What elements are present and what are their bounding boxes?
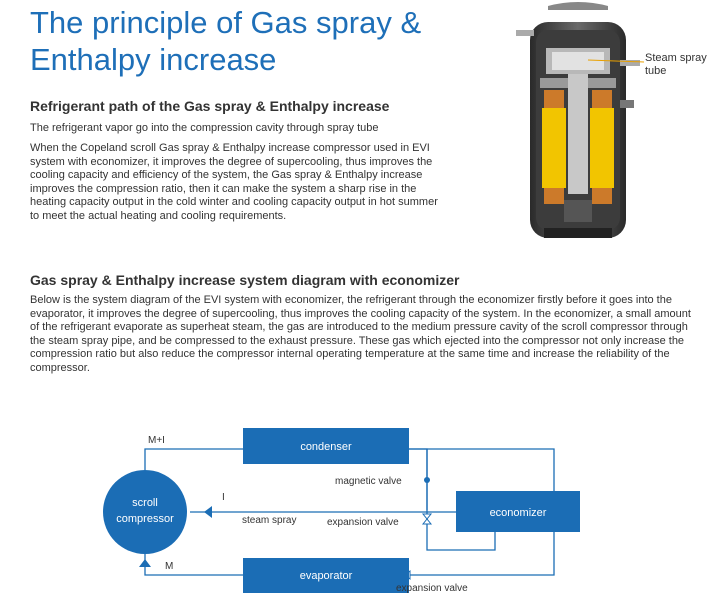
steam-spray-arrow-icon bbox=[204, 506, 212, 518]
economizer-box bbox=[456, 491, 580, 532]
logo-mark bbox=[548, 2, 608, 10]
economizer-label: economizer bbox=[490, 507, 547, 519]
system-diagram: scroll compressor condenser economizer e… bbox=[103, 428, 580, 594]
compressor-label-2: compressor bbox=[116, 513, 174, 525]
steam-spray-label: steam spray bbox=[242, 515, 296, 526]
label-mi: M+I bbox=[148, 435, 165, 446]
expansion-valve-2-label: expansion valve bbox=[396, 583, 468, 594]
compressor-cutaway-image bbox=[516, 2, 645, 238]
page-title: The principle of Gas spray & Enthalpy in… bbox=[30, 5, 422, 77]
section2-body: Below is the system diagram of the EVI s… bbox=[30, 294, 691, 374]
condenser-box bbox=[243, 428, 409, 464]
section1-heading: Refrigerant path of the Gas spray & Enth… bbox=[30, 98, 390, 114]
section1-body: When the Copeland scroll Gas spray & Ent… bbox=[30, 142, 438, 222]
magnetic-valve-label: magnetic valve bbox=[335, 476, 402, 487]
condenser-label: condenser bbox=[300, 441, 352, 453]
label-i: I bbox=[222, 492, 225, 503]
compressor-inlet-arrow-icon bbox=[139, 559, 151, 567]
label-m: M bbox=[165, 561, 173, 572]
scroll-compressor bbox=[103, 470, 187, 554]
compressor-label-1: scroll bbox=[132, 497, 158, 509]
evaporator-label: evaporator bbox=[300, 570, 353, 582]
section2-heading: Gas spray & Enthalpy increase system dia… bbox=[30, 272, 460, 288]
section1-lead: The refrigerant vapor go into the compre… bbox=[30, 122, 379, 134]
pipe-lines bbox=[144, 448, 555, 576]
steam-spray-tube-callout: Steam spray tube bbox=[645, 52, 707, 77]
magnetic-valve-icon bbox=[424, 477, 430, 483]
expansion-valve-1-label: expansion valve bbox=[327, 517, 399, 528]
expansion-valve-1-icon bbox=[421, 513, 433, 525]
evaporator-box bbox=[243, 558, 409, 593]
